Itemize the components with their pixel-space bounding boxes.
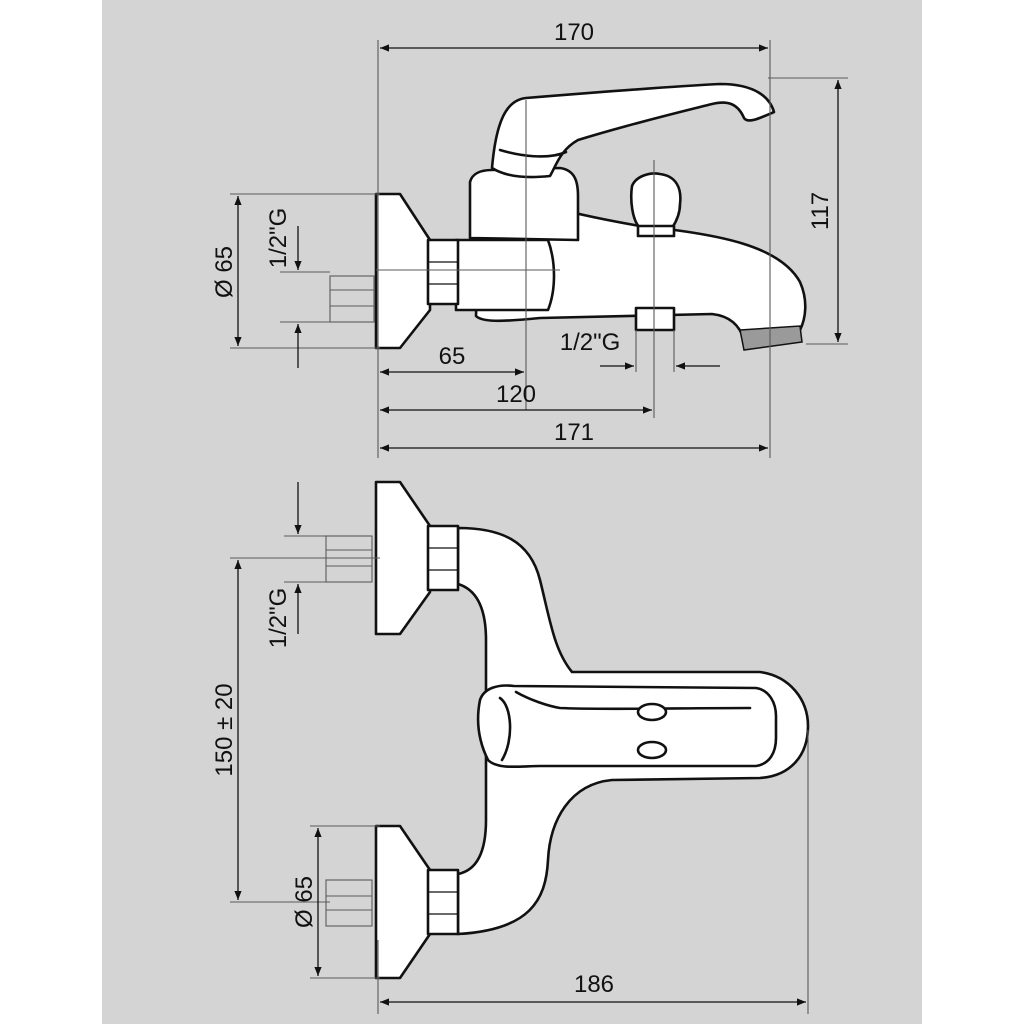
- dim-label-side-inlet-thread: 1/2"G: [265, 208, 292, 269]
- side-inlet-pipe: [329, 275, 375, 323]
- top-view: 1/2"G 150 ± 20 Ø 65 186: [211, 480, 810, 1014]
- dim-label-186: 186: [574, 971, 614, 998]
- top-lever-pivot-back: [636, 740, 668, 760]
- dim-label-side-diameter: Ø 65: [211, 246, 238, 298]
- top-inlet-pipe-lower: [325, 879, 373, 927]
- top-inlet-pipe-upper: [325, 535, 373, 583]
- side-diverter-stem: [636, 224, 676, 238]
- dim-label-117: 117: [807, 192, 834, 230]
- top-lever-handle: [476, 684, 778, 769]
- side-lever-detail: [498, 148, 568, 158]
- side-diverter-knob: [629, 172, 682, 230]
- top-nut-upper: [426, 524, 460, 592]
- top-flange-upper: [374, 480, 432, 636]
- top-lever-pivot-front: [636, 702, 668, 722]
- side-view: 170 117 Ø 65 1/2"G 1/2"G 65 120 171: [211, 19, 848, 458]
- top-nut-lower: [426, 868, 460, 936]
- dim-label-top-diameter: Ø 65: [291, 876, 318, 928]
- side-connection-nut: [426, 238, 460, 306]
- side-lever-handle: [490, 82, 776, 179]
- dim-label-top-inlet-thread: 1/2"G: [265, 588, 292, 649]
- dim-label-center-distance: 150 ± 20: [211, 683, 238, 776]
- top-lever-detail: [498, 690, 752, 762]
- dim-label-170: 170: [554, 19, 594, 46]
- side-nut-cap: [454, 238, 556, 312]
- side-shower-outlet: [634, 306, 676, 332]
- side-body: [468, 166, 580, 242]
- dim-label-120: 120: [496, 381, 536, 408]
- top-flange-lower: [374, 824, 432, 980]
- side-spout-nozzle: [739, 325, 803, 351]
- dim-label-side-outlet-thread: 1/2"G: [560, 329, 621, 356]
- side-flange: [374, 192, 432, 350]
- dim-label-171: 171: [554, 419, 594, 446]
- dim-label-65: 65: [439, 343, 466, 370]
